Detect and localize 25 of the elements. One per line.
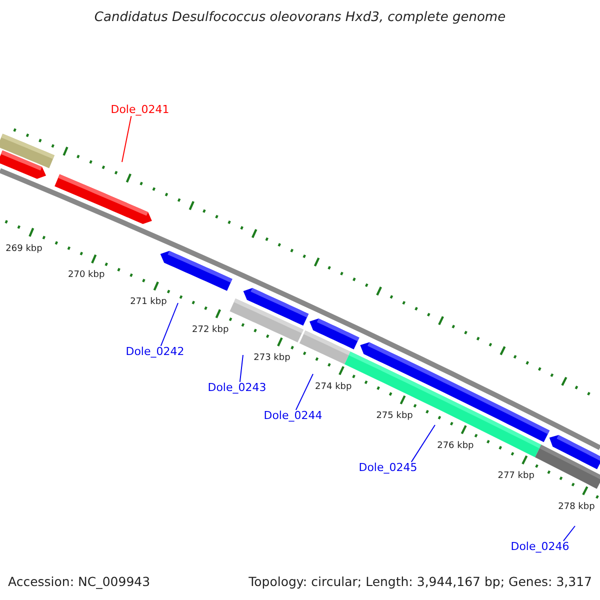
accession-text: Accession: NC_009943 [8,575,150,589]
scale-label: 275 kbp [376,412,413,422]
leader-line [160,302,178,346]
scale-label: 278 kbp [558,502,595,513]
gene-label: Dole_0244 [264,410,322,422]
scale-label: 270 kbp [68,271,105,282]
gene-label: Dole_0245 [358,462,418,474]
scale-label: 269 kbp [6,244,42,255]
scale-label: 273 kbp [254,354,290,364]
leader-line [239,354,244,382]
scale-label: 277 kbp [498,472,534,482]
scale-label: 271 kbp [130,298,167,308]
leader-line [122,116,132,162]
gene-label: Dole_0241 [110,104,170,116]
scale-label: 274 kbp [315,382,352,393]
genome-summary-text: Topology: circular; Length: 3,944,167 bp; Genes: 3,317 [248,575,592,589]
scale-label: 272 kbp [192,326,229,336]
leader-line [295,374,314,410]
gene-label: Dole_0242 [126,346,184,358]
leader-line [562,526,576,542]
leader-line [410,424,436,462]
scale-label: 276 kbp [437,442,474,452]
gene-label: Dole_0243 [208,382,266,394]
gene-label: Dole_0246 [510,540,570,554]
map-title: Candidatus Desulfococcus oleovorans Hxd3, complete genome [94,10,506,26]
